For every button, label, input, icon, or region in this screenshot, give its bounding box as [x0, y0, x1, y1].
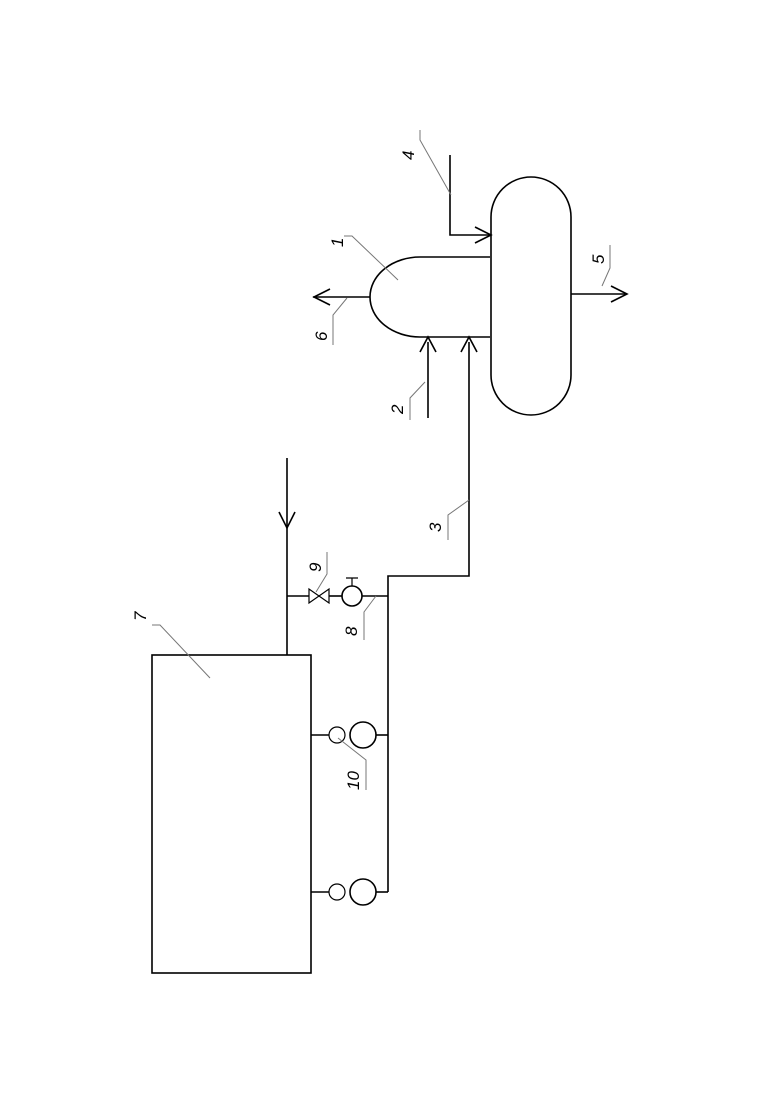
leader-5: [602, 245, 610, 286]
leader-2: [410, 382, 425, 420]
tank-7: [152, 655, 311, 973]
label-6: 6: [312, 331, 331, 341]
pump-10: [350, 722, 376, 748]
leader-7: [152, 625, 210, 678]
pump-8-stem: [346, 578, 358, 586]
label-8: 8: [342, 626, 361, 636]
line-4: [450, 155, 490, 235]
label-10: 10: [344, 771, 363, 790]
leader-8: [364, 596, 376, 640]
leader-3: [448, 500, 469, 540]
vessel-1: [370, 257, 490, 337]
label-4: 4: [399, 151, 418, 160]
leader-4: [420, 130, 451, 195]
label-7: 7: [131, 611, 150, 621]
drum: [491, 177, 571, 415]
line-3: [388, 342, 469, 892]
motor-lower: [329, 884, 345, 900]
leader-6: [333, 298, 347, 345]
label-9: 9: [306, 562, 325, 572]
label-3: 3: [426, 522, 445, 532]
motor-10: [329, 727, 345, 743]
valve-9: [309, 589, 329, 603]
pump-8: [342, 586, 362, 606]
label-2: 2: [388, 404, 407, 415]
label-5: 5: [589, 254, 608, 264]
leader-1: [344, 236, 398, 280]
pump-lower: [350, 879, 376, 905]
label-1: 1: [328, 238, 347, 247]
